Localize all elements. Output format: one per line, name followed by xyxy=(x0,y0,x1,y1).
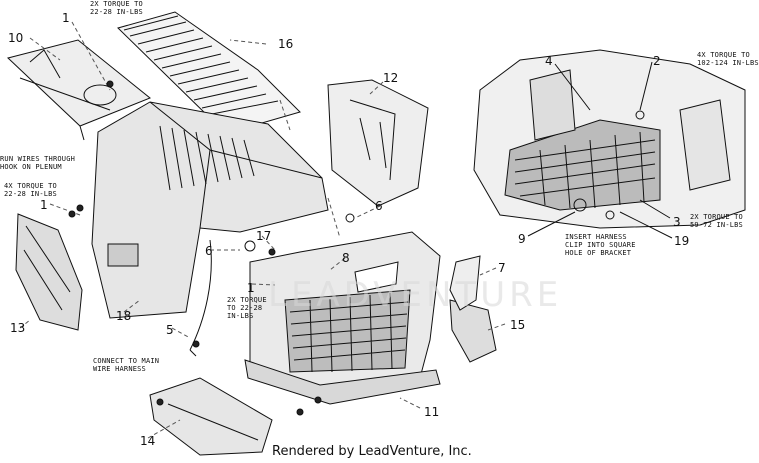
callout-8: 8 xyxy=(342,251,350,265)
callout-9: 9 xyxy=(518,232,526,246)
detail-view-front-frame xyxy=(473,49,746,239)
assembly-note: 4X TORQUE TO 102-124 IN-LBS xyxy=(697,51,759,67)
callout-4: 4 xyxy=(545,54,553,68)
part-12-dash-panel xyxy=(327,79,429,207)
assembly-note: 2X TORQUE TO 59-72 IN-LBS xyxy=(690,213,743,229)
callout-7: 7 xyxy=(498,261,506,275)
fasteners xyxy=(68,80,355,416)
watermark: LEADVENTURE xyxy=(268,275,563,315)
assembly-note: RUN WIRES THROUGH HOOK ON PLENUM xyxy=(0,155,76,171)
callout-1: 1 xyxy=(62,11,70,25)
part-11-lower-bumper xyxy=(244,359,441,405)
callout-19: 19 xyxy=(674,234,690,248)
part-18-hood-body xyxy=(91,101,329,319)
footer-credit: Rendered by LeadVenture, Inc. xyxy=(272,444,472,459)
callout-1: 1 xyxy=(40,198,48,212)
callout-16: 16 xyxy=(278,37,294,51)
callout-18: 18 xyxy=(116,309,132,323)
callout-14: 14 xyxy=(140,434,156,448)
assembly-note: INSERT HARNESS CLIP INTO SQUARE HOLE OF … xyxy=(565,233,636,257)
part-8-front-grille xyxy=(249,231,441,393)
part-10-plenum xyxy=(6,39,151,141)
callout-13: 13 xyxy=(10,321,26,335)
wire-harness xyxy=(189,239,212,357)
callout-1: 1 xyxy=(247,281,255,295)
part-13-side-panel xyxy=(15,213,83,331)
callout-10: 10 xyxy=(8,31,24,45)
callout-6: 6 xyxy=(375,199,383,213)
callout-15: 15 xyxy=(510,318,526,332)
part-15-side-panel xyxy=(449,299,497,363)
callout-11: 11 xyxy=(424,405,440,419)
callout-6: 6 xyxy=(205,244,213,258)
assembly-note: 2X TORQUE TO 22-28 IN-LBS xyxy=(90,0,143,16)
part-14-lower-fascia xyxy=(149,377,273,456)
callout-12: 12 xyxy=(383,71,399,85)
callout-17: 17 xyxy=(256,229,272,243)
part-7-bracket xyxy=(449,255,481,311)
assembly-note: 2X TORQUE TO 22-28 IN-LBS xyxy=(227,296,267,320)
callout-2: 2 xyxy=(653,54,661,68)
callout-3: 3 xyxy=(673,215,681,229)
callout-5: 5 xyxy=(166,323,174,337)
explode-lines xyxy=(19,21,506,439)
assembly-note: 4X TORQUE TO 22-28 IN-LBS xyxy=(4,182,57,198)
assembly-note: CONNECT TO MAIN WIRE HARNESS xyxy=(93,357,160,373)
